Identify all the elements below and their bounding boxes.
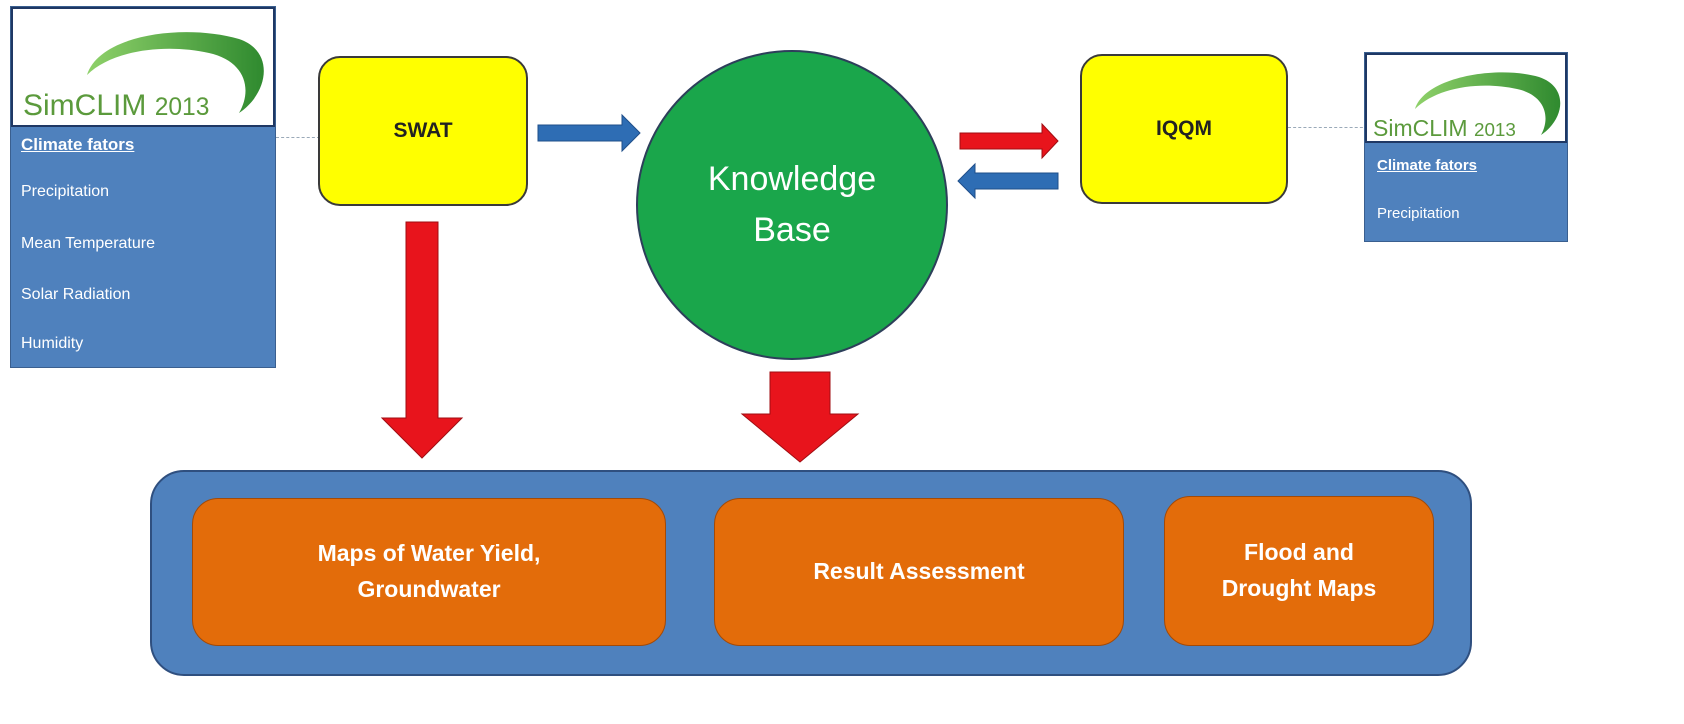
right-factor-precipitation: Precipitation — [1377, 205, 1460, 222]
left-factor-solar-radiation: Solar Radiation — [21, 286, 131, 303]
iqqm-model-box: IQQM — [1080, 54, 1288, 204]
output-water-yield-maps: Maps of Water Yield, Groundwater — [192, 498, 666, 646]
right-simclim-panel: SimCLIM 2013 Climate fators Precipitatio… — [1364, 52, 1568, 242]
left-simclim-panel: SimCLIM 2013 Climate fators Precipitatio… — [10, 6, 276, 368]
swat-to-outputs-arrow — [380, 221, 464, 459]
swat-to-kb-arrow — [537, 113, 641, 153]
output-flood-drought-line1: Flood and — [1244, 539, 1354, 566]
simclim-swoosh-icon — [1415, 72, 1561, 135]
outputs-container: Maps of Water Yield, Groundwater Result … — [150, 470, 1472, 676]
simclim-swoosh-icon — [87, 32, 264, 114]
knowledge-base-circle: Knowledge Base — [636, 50, 948, 360]
output-result-assessment-line1: Result Assessment — [813, 558, 1025, 585]
output-flood-drought-line2: Drought Maps — [1221, 575, 1377, 601]
knowledge-base-line2: Base — [753, 211, 831, 249]
left-connector-line — [276, 137, 320, 138]
right-connector-line — [1288, 127, 1368, 128]
right-logo-text: SimCLIM 2013 — [1373, 115, 1516, 141]
left-factor-precipitation: Precipitation — [21, 183, 110, 200]
output-result-assessment: Result Assessment — [714, 498, 1124, 646]
left-factor-humidity: Humidity — [21, 335, 84, 352]
kb-to-iqqm-arrow — [959, 122, 1059, 160]
output-water-yield-line1: Maps of Water Yield, — [317, 540, 541, 567]
output-flood-drought-maps: Flood and Drought Maps — [1164, 496, 1434, 646]
kb-to-outputs-arrow — [740, 371, 860, 463]
left-factor-mean-temperature: Mean Temperature — [21, 235, 155, 252]
swat-model-box: SWAT — [318, 56, 528, 206]
left-logo-text: SimCLIM 2013 — [23, 89, 210, 122]
left-simclim-logo: SimCLIM 2013 — [11, 7, 275, 127]
knowledge-base-line1: Knowledge — [707, 160, 877, 198]
output-water-yield-line2: Groundwater — [357, 576, 501, 602]
left-climate-factors-title: Climate fators — [21, 135, 135, 154]
iqqm-to-kb-arrow — [957, 162, 1059, 200]
right-climate-factors-title: Climate fators — [1377, 157, 1478, 174]
right-simclim-logo: SimCLIM 2013 — [1365, 53, 1567, 143]
